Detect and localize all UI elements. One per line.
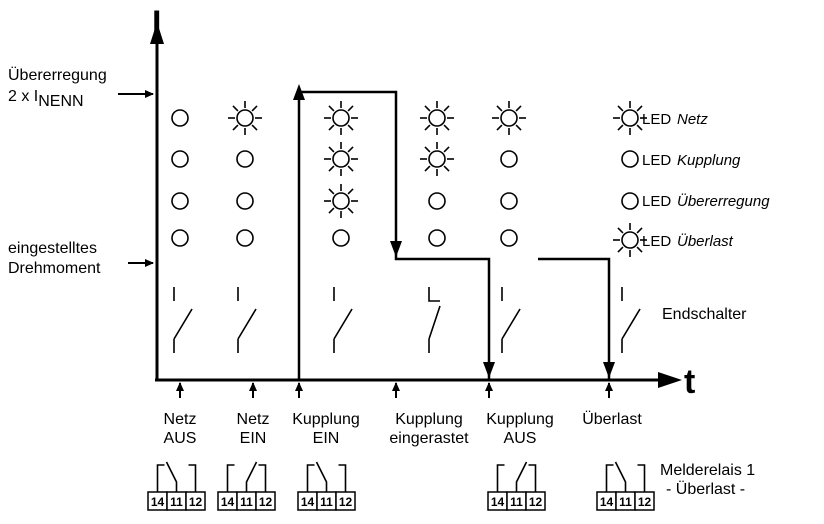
led-indicator-off	[171, 150, 189, 168]
led-indicator-off	[500, 192, 518, 210]
relay-label-line2: - Überlast -	[666, 480, 745, 498]
led-indicator-off	[428, 192, 446, 210]
relay-terminal-number: 11	[510, 495, 523, 509]
legend-led-icon-uebererregung	[621, 192, 639, 210]
led-indicator-on	[324, 142, 358, 176]
relay-terminal-number: 12	[529, 495, 543, 509]
legend-led-icon-ueberlast	[613, 223, 647, 257]
legend-led-word-uebererregung: LED	[642, 193, 671, 210]
led-indicator-off	[428, 229, 446, 247]
waveform-up-arrow-coupling-on	[293, 84, 305, 100]
led-indicator-on	[492, 101, 526, 135]
event-label-netz-ein-1: Netz	[237, 411, 270, 428]
relay-terminal-number: 11	[320, 495, 333, 509]
led-grid	[171, 101, 526, 247]
limit-switch-open-2	[237, 287, 257, 353]
overexcitation-label: Übererregung	[8, 66, 107, 84]
event-labels: Netz AUS Netz EIN Kupplung EIN Kupplung …	[164, 410, 643, 447]
x-axis-arrowhead	[658, 372, 682, 388]
led-indicator-on	[324, 184, 358, 218]
event-label-kupplung-eingerastet-1: Kupplung	[395, 411, 463, 428]
torque-label-line1: eingestelltes	[8, 240, 97, 257]
relay-label-line1: Melderelais 1	[660, 462, 755, 479]
event-label-netz-aus-2: AUS	[164, 430, 197, 447]
legend-led-name-netz: Netz	[677, 111, 708, 128]
event-label-kupplung-ein-2: EIN	[313, 430, 340, 447]
legend-led-indicator	[621, 150, 639, 168]
limit-switches	[173, 287, 641, 353]
event-label-kupplung-ein-1: Kupplung	[292, 411, 360, 428]
overexcitation-current: 2 x INENN	[8, 88, 84, 110]
y-axis-arrowhead	[150, 22, 164, 44]
event-label-kupplung-aus-2: AUS	[504, 430, 537, 447]
led-indicator-off	[171, 109, 189, 127]
event-label-netz-aus-1: Netz	[164, 411, 197, 428]
relay-terminal-number: 12	[189, 495, 203, 509]
event-label-ueberlast-1: Überlast	[582, 410, 642, 428]
led-indicator-off	[236, 150, 254, 168]
led-indicator-on	[228, 101, 262, 135]
relay-terminal-number: 14	[221, 495, 235, 509]
legend-led-word-netz: LED	[642, 111, 671, 128]
waveform-down-arrow-coupling	[390, 241, 402, 257]
legend-led-icon-netz	[613, 101, 647, 135]
relay-terminal-number: 11	[619, 495, 632, 509]
relay-terminal-number: 14	[491, 495, 505, 509]
legend-led-indicator	[621, 192, 639, 210]
legend-led-icon-kupplung	[621, 150, 639, 168]
led-indicator-off	[332, 229, 350, 247]
relay-terminal-number: 11	[240, 495, 253, 509]
limit-switch-open-5	[501, 287, 521, 353]
endschalter-label: Endschalter	[662, 306, 747, 323]
relay-terminal-number: 11	[170, 495, 183, 509]
relay-contact: 14 11 12	[147, 461, 206, 511]
limit-switch-open-1	[173, 287, 193, 353]
legend-led-word-ueberlast: LED	[642, 233, 671, 250]
torque-label-line2: Drehmoment	[8, 260, 101, 277]
led-indicator-on	[420, 101, 454, 135]
relay-contact: 14 11 12	[596, 461, 655, 511]
relay-terminal-number: 12	[638, 495, 652, 509]
legend-led-indicator	[613, 223, 647, 257]
legend-led-name-ueberlast: Überlast	[677, 232, 734, 250]
led-legend: LED Netz LED Kupplung LED Übererregung L…	[613, 101, 770, 257]
event-arrows	[176, 382, 613, 398]
relay-terminal-number: 14	[151, 495, 165, 509]
led-indicator-on	[324, 101, 358, 135]
relay-contact: 14 11 12	[217, 461, 276, 511]
limit-switch-open-3	[333, 287, 353, 353]
current-waveform	[297, 90, 491, 380]
led-indicator-off	[171, 229, 189, 247]
event-label-kupplung-eingerastet-2: eingerastet	[389, 430, 469, 447]
waveform-down-arrow-overload	[603, 362, 615, 378]
waveform-down-arrow-coupling-off	[483, 362, 495, 378]
legend-led-name-uebererregung: Übererregung	[677, 192, 770, 210]
relay-terminal-number: 14	[600, 495, 614, 509]
limit-switch-open-6	[621, 287, 641, 353]
x-axis-label: t	[684, 363, 695, 401]
led-indicator-off	[236, 192, 254, 210]
relay-terminal-number: 12	[339, 495, 353, 509]
relay-terminal-number: 14	[301, 495, 315, 509]
led-indicator-off	[236, 229, 254, 247]
legend-led-name-kupplung: Kupplung	[677, 152, 741, 169]
led-indicator-on	[420, 142, 454, 176]
legend-led-word-kupplung: LED	[642, 152, 671, 169]
overload-waveform	[538, 257, 611, 380]
relay-contacts: 14 11 12 14 11 12 14 11 12 14 11 12 14 11 12	[147, 461, 655, 511]
limit-switch-actuated	[428, 287, 441, 353]
event-label-netz-ein-2: EIN	[240, 430, 267, 447]
y-axis-label: I	[152, 4, 161, 42]
event-label-kupplung-aus-1: Kupplung	[486, 411, 554, 428]
led-indicator-off	[500, 150, 518, 168]
led-indicator-off	[500, 229, 518, 247]
relay-contact: 14 11 12	[487, 461, 546, 511]
legend-led-indicator	[613, 101, 647, 135]
relay-terminal-number: 12	[259, 495, 273, 509]
relay-contact: 14 11 12	[297, 461, 356, 511]
led-indicator-off	[171, 192, 189, 210]
